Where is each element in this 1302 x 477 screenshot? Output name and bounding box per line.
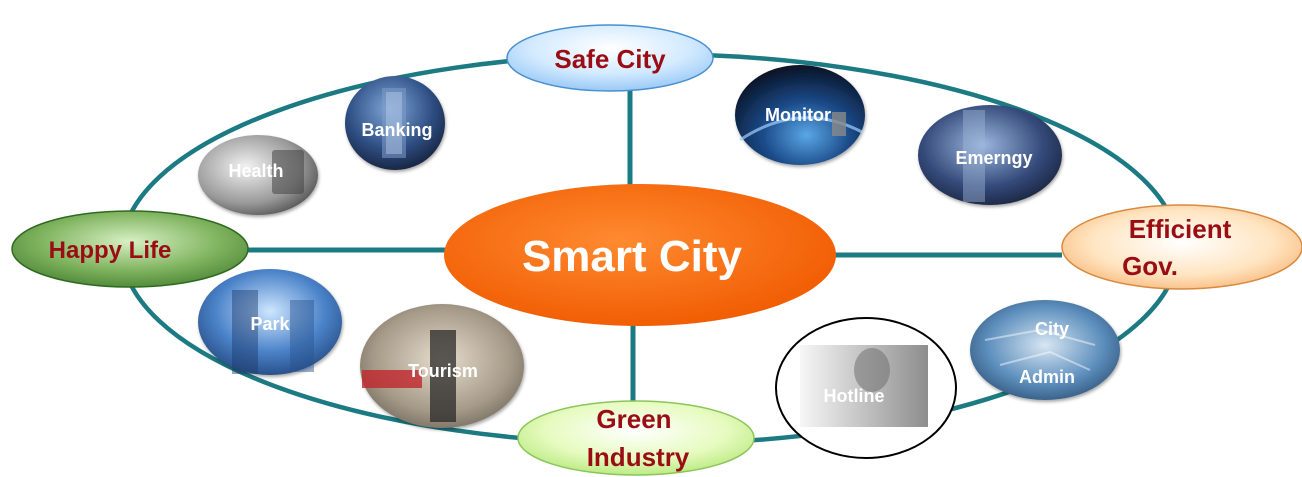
safe-city-label: Safe City	[554, 44, 666, 74]
monitor-bubble: Monitor	[735, 65, 865, 165]
monitor-label: Monitor	[765, 105, 831, 125]
hotline-bubble: Hotline	[775, 317, 957, 459]
park-bubble: Park	[198, 269, 342, 375]
emergency-bubble: Emerngy	[918, 105, 1062, 205]
smart-city-center-node: Smart City	[444, 184, 836, 326]
city-admin-label-line1: City	[1035, 319, 1069, 339]
city-admin-bubble: City Admin	[970, 300, 1120, 400]
tourism-bubble: Tourism	[360, 304, 524, 428]
green-industry-label-line1: Green	[596, 404, 671, 434]
efficient-gov-label-line2: Gov.	[1122, 251, 1178, 281]
health-bubble: Health	[198, 135, 318, 215]
efficient-gov-label-line1: Efficient	[1129, 214, 1232, 244]
health-label: Health	[228, 161, 283, 181]
hotline-label: Hotline	[824, 386, 885, 406]
banking-bubble: Banking	[345, 76, 445, 170]
park-label: Park	[250, 314, 290, 334]
happy-life-label: Happy Life	[49, 237, 172, 264]
emergency-label: Emerngy	[955, 148, 1032, 168]
tourism-label: Tourism	[408, 361, 478, 381]
city-admin-label-line2: Admin	[1019, 367, 1075, 387]
safe-city-node: Safe City	[506, 24, 714, 92]
efficient-gov-node: Efficient Gov.	[1061, 204, 1302, 290]
green-industry-label-line2: Industry	[587, 442, 690, 472]
green-industry-node: Green Industry	[517, 400, 755, 476]
smart-city-label: Smart City	[522, 232, 743, 281]
banking-label: Banking	[361, 120, 432, 140]
happy-life-node: Happy Life	[11, 210, 249, 288]
